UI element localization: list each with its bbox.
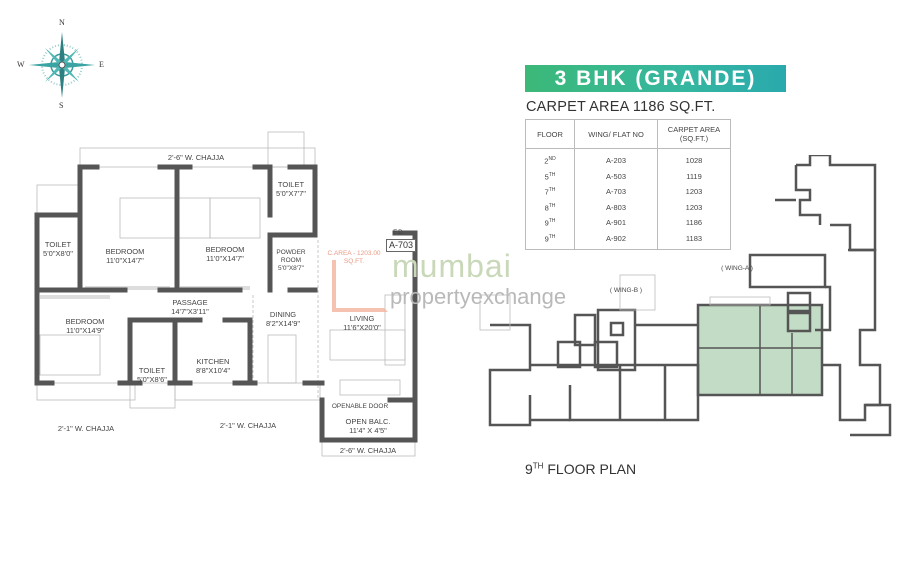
room-name: LIVING: [349, 314, 375, 323]
header-carpet-area: CARPET AREA (SQ.FT.): [657, 119, 731, 149]
room-label-chajja-bottom-mid: 2'-1" W. CHAJJA: [219, 421, 277, 430]
table-row: 7TH A-703 1203: [525, 184, 731, 200]
watermark-line2: propertyexchange: [390, 284, 567, 309]
flat-tag: A-703: [386, 239, 417, 252]
room-name: TOILET: [277, 180, 305, 189]
carpet-area-heading: CARPET AREA 1186 SQ.FT.: [526, 99, 716, 115]
room-size: 8'2"X14'9": [265, 319, 301, 328]
compass-north: N: [59, 18, 65, 27]
room-label-chajja-top: 2'-6" W. CHAJJA: [167, 153, 225, 162]
table-row: 9TH A-901 1186: [525, 215, 731, 231]
room-name: TOILET: [44, 240, 72, 249]
openable-door-label: OPENABLE DOOR: [331, 403, 389, 410]
compass: N S W E: [15, 18, 110, 113]
unit-type-banner: 3 BHK (GRANDE): [525, 65, 786, 92]
room-size: 5'0"X8'0": [43, 249, 73, 258]
table-header-row: FLOOR WING/ FLAT NO CARPET AREA (SQ.FT.): [525, 119, 731, 149]
area-cell: 1183: [657, 230, 731, 250]
room-size: 5'0"X8'7": [278, 265, 304, 272]
building-floor-plan: [479, 155, 892, 437]
compass-rose-icon: [29, 32, 95, 98]
watermark-logo-icon: [332, 260, 388, 312]
table-row: 2ND A-203 1028: [525, 148, 731, 169]
header-flat-no: WING/ FLAT NO: [574, 119, 658, 149]
watermark-text-mumbai: mumbai: [392, 248, 512, 284]
title-suffix: TH: [532, 461, 544, 471]
area-cell: 1119: [657, 168, 731, 184]
room-size: 11'0"X14'9": [66, 326, 104, 335]
room-size: 5'0"X8'6": [137, 375, 167, 384]
wing-b-label: ( WING-B ): [609, 287, 643, 294]
room-label-chajja-bottom-left: 2'-1" W. CHAJJA: [57, 424, 115, 433]
room-label-open-balc: OPEN BALC.11'4" X 4'5": [345, 417, 390, 435]
table-row: 8TH A-803 1203: [525, 199, 731, 215]
room-name: BEDROOM: [65, 317, 105, 326]
room-size: 5'0"X7'7": [276, 189, 306, 198]
compass-west: W: [17, 60, 25, 69]
table-row: 9TH A-902 1183: [525, 230, 731, 250]
room-size: 8'8"X10'4": [195, 366, 231, 375]
room-name: KITCHEN: [196, 357, 230, 366]
compass-east: E: [99, 60, 104, 69]
room-name: PASSAGE: [172, 298, 208, 307]
carpet-area-note: C.AREA - 1203.00 SQ.FT.: [327, 250, 381, 265]
room-size: 11'6"X20'0": [343, 323, 381, 332]
area-cell: 1028: [657, 148, 731, 169]
area-cell: 1186: [657, 215, 731, 231]
wing-a-label: ( WING-A ): [721, 265, 753, 272]
room-name: BEDROOM: [205, 245, 245, 254]
area-cell: 1203: [657, 199, 731, 215]
room-name: DINING: [269, 310, 297, 319]
fd-tag: F.D: [393, 229, 403, 236]
floor-plan-title: 9TH FLOOR PLAN: [525, 461, 636, 477]
watermark-text-propertyexchange: propertyexchange: [390, 285, 566, 312]
flat-area-table: FLOOR WING/ FLAT NO CARPET AREA (SQ.FT.)…: [525, 119, 731, 250]
room-size: 14'7"X3'11": [171, 307, 209, 316]
unit-floor-plan: [34, 131, 418, 457]
title-number: 9: [525, 461, 533, 477]
header-floor: FLOOR: [525, 119, 575, 149]
room-size: 11'0"X14'7": [206, 254, 244, 263]
room-label-chajja-bottom-right: 2'-6" W. CHAJJA: [339, 446, 397, 455]
table-row: 5TH A-503 1119: [525, 168, 731, 184]
room-size: 11'4" X 4'5": [349, 426, 387, 435]
title-text: FLOOR PLAN: [543, 461, 637, 477]
room-name: TOILET: [138, 366, 166, 375]
room-name: BEDROOM: [105, 247, 145, 256]
compass-south: S: [59, 101, 64, 110]
room-name: OPEN BALC.: [345, 417, 391, 426]
room-name: POWDER ROOM: [276, 249, 306, 264]
room-size: 11'0"X14'7": [106, 256, 144, 265]
area-cell: 1203: [657, 184, 731, 200]
